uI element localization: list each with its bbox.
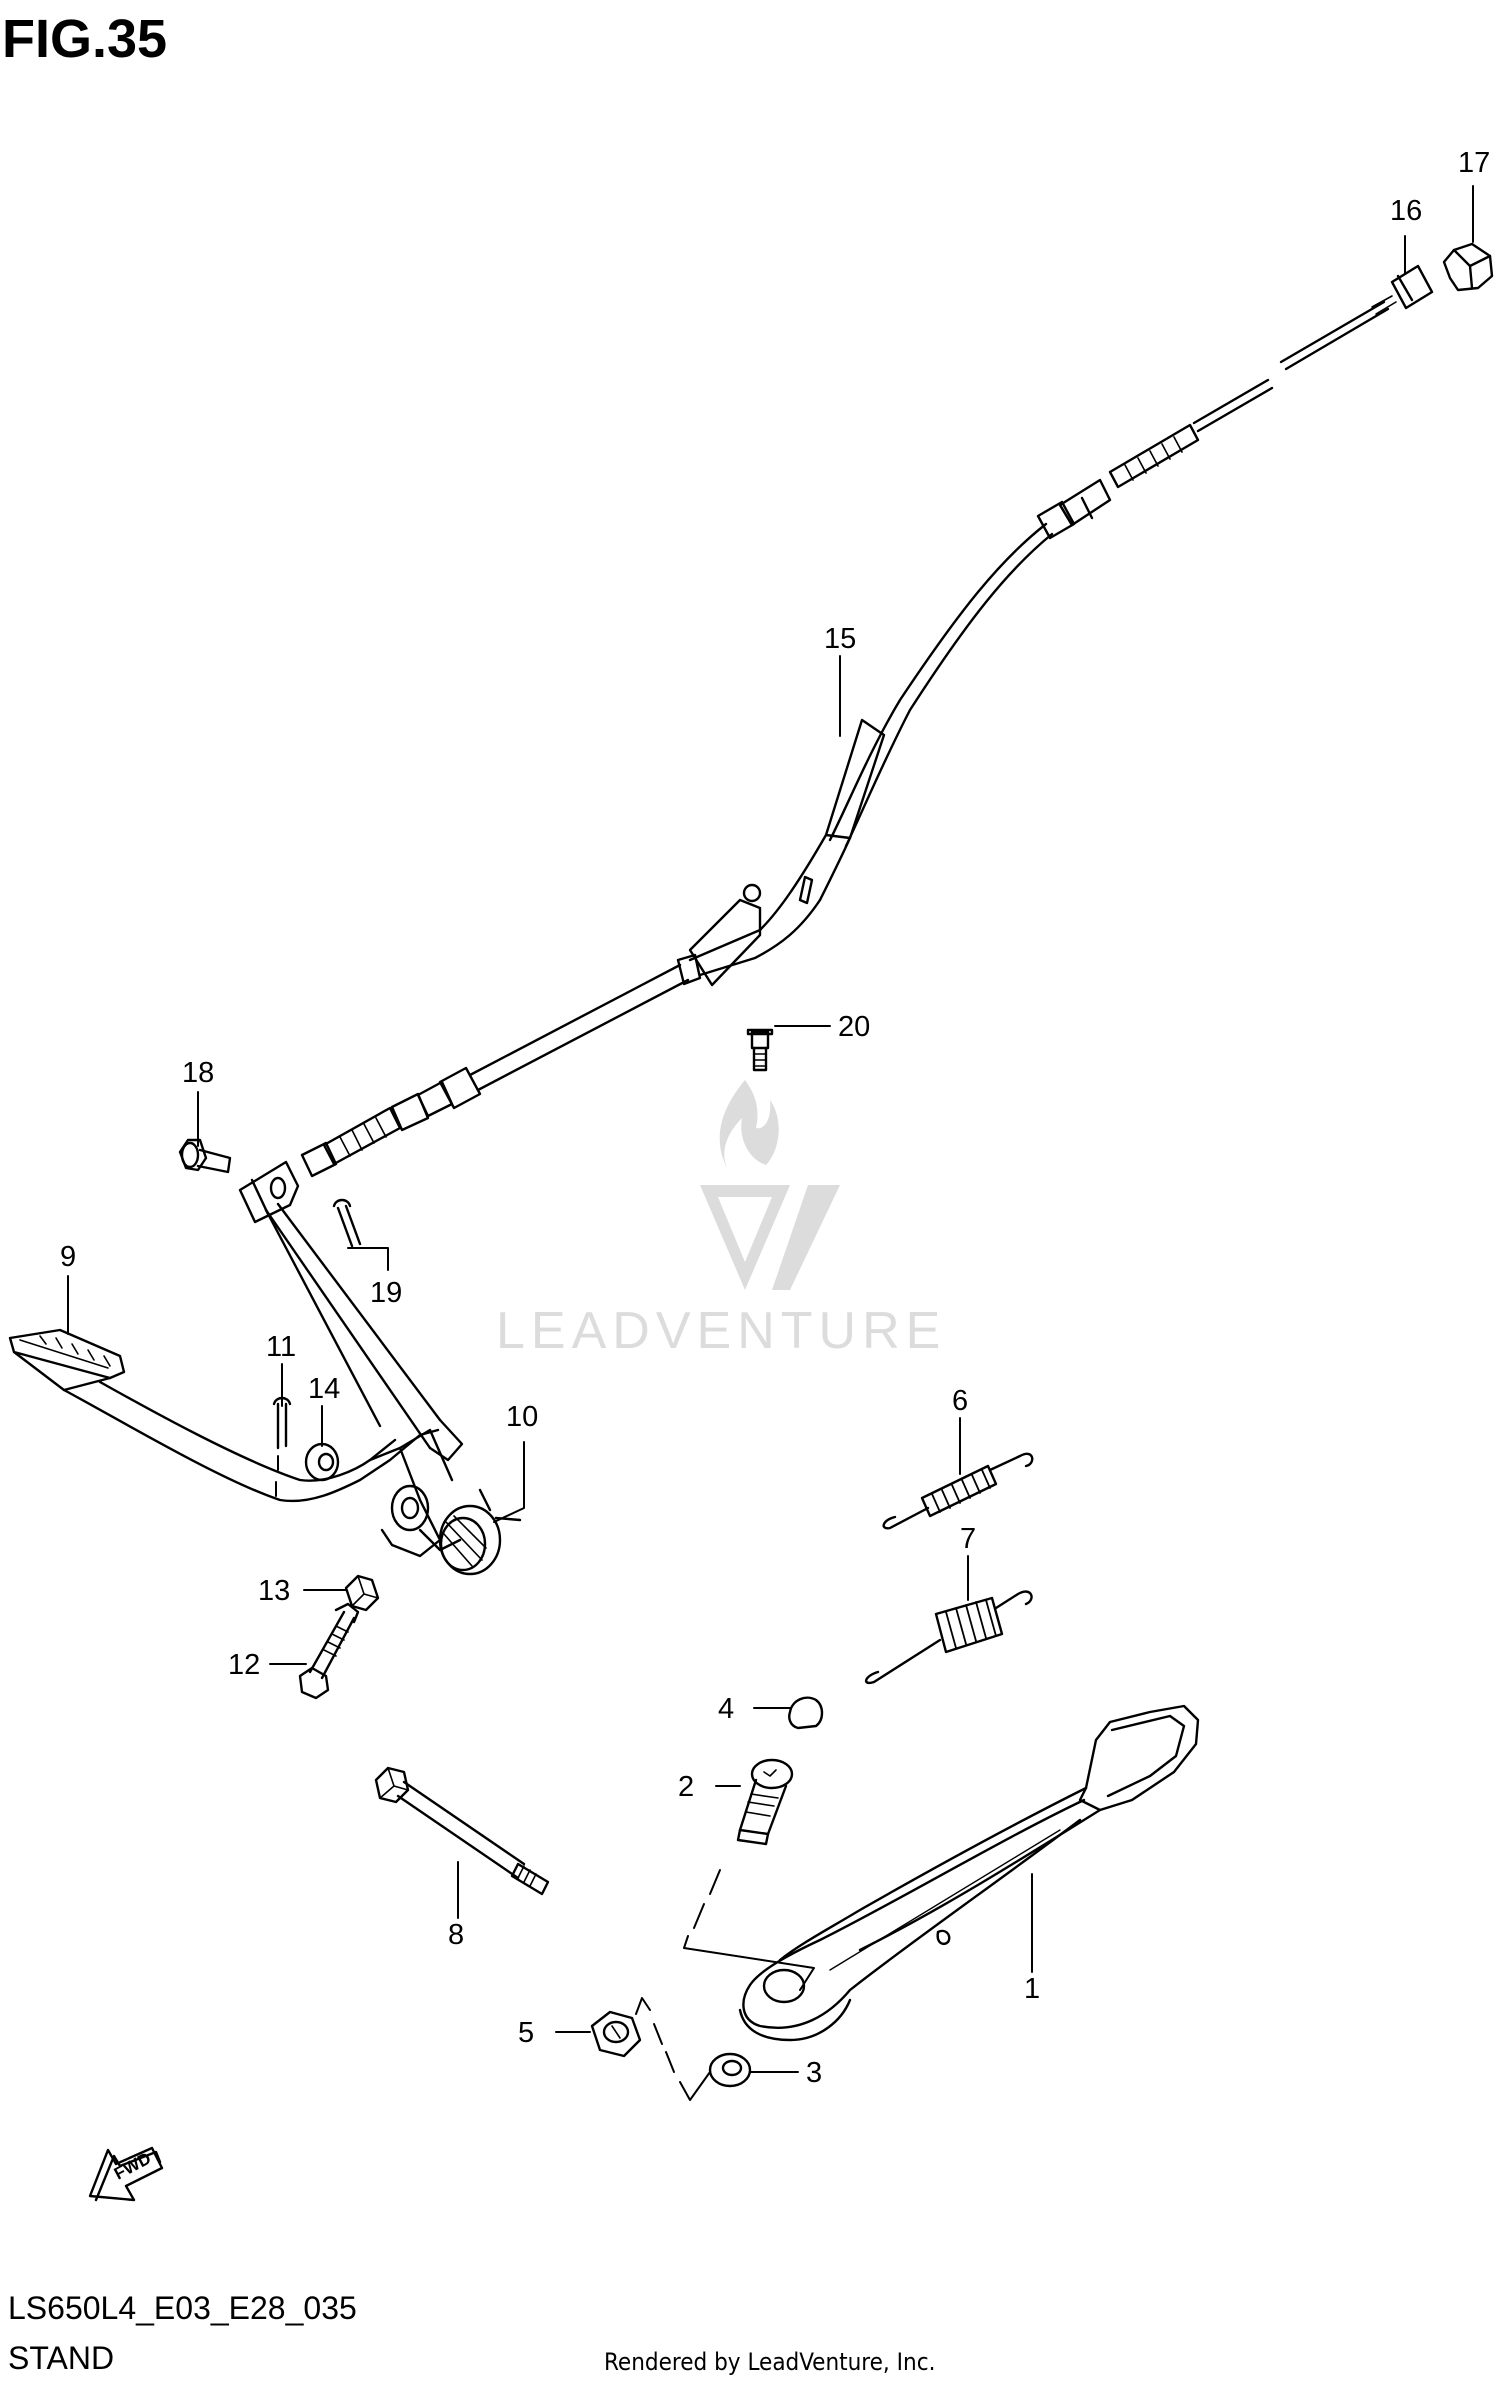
callout-17: 17 [1458, 147, 1490, 179]
callout-15: 15 [824, 623, 856, 655]
callout-3: 3 [806, 2057, 822, 2089]
brake-pedal [8, 1202, 464, 1558]
spring-6 [882, 1452, 1034, 1530]
flame-v-logo-icon [700, 1080, 840, 1290]
stand-bolt-2 [736, 1758, 794, 1846]
section-name: STAND [8, 2340, 115, 2376]
callout-numbers: 17 16 15 20 18 9 19 11 14 10 6 7 13 12 4… [60, 147, 1490, 2089]
fwd-arrow-icon: FWD [88, 2146, 164, 2202]
bolt-12 [298, 1602, 360, 1700]
rendered-by-credit: Rendered by LeadVenture, Inc. [604, 2348, 936, 2376]
callout-13: 13 [258, 1575, 290, 1607]
leader-lines [67, 185, 1474, 2073]
sidestand-1 [738, 1704, 1200, 2042]
callout-20: 20 [838, 1011, 870, 1043]
callout-18: 18 [182, 1057, 214, 1089]
callout-1: 1 [1024, 1973, 1040, 2005]
figure-title: FIG.35 [2, 9, 168, 69]
callout-5: 5 [518, 2017, 534, 2049]
washer-3 [708, 2052, 752, 2088]
callout-14: 14 [308, 1373, 340, 1405]
fwd-label: FWD [111, 2149, 154, 2184]
callout-9: 9 [60, 1241, 76, 1273]
watermark-text: LEADVENTURE [496, 1302, 946, 1360]
callout-7: 7 [960, 1523, 976, 1555]
callout-6: 6 [952, 1385, 968, 1417]
callout-11: 11 [266, 1331, 296, 1363]
callout-19: 19 [370, 1277, 402, 1309]
callout-4: 4 [718, 1693, 734, 1725]
watermark: LEADVENTURE [496, 1080, 946, 1360]
bolt-20 [746, 1028, 774, 1072]
callout-8: 8 [448, 1919, 464, 1951]
cotter-pin-19 [332, 1198, 362, 1248]
nut-5 [590, 2010, 642, 2058]
bushing-10 [438, 1488, 522, 1576]
spring-7 [865, 1590, 1033, 1685]
clevis-pin-18 [178, 1138, 232, 1174]
model-code: LS650L4_E03_E28_035 [8, 2290, 357, 2326]
callout-2: 2 [678, 1771, 694, 1803]
long-bolt-8 [374, 1766, 550, 1896]
assembly-lines [275, 1455, 815, 2101]
callout-10: 10 [506, 1401, 538, 1433]
callout-12: 12 [228, 1649, 260, 1681]
washer-14 [304, 1442, 340, 1482]
adjuster-nut-17 [1442, 242, 1494, 292]
brake-cable [238, 295, 1397, 1224]
callout-16: 16 [1390, 195, 1422, 227]
cable-nut-16 [1390, 264, 1434, 310]
cap-4 [788, 1696, 824, 1730]
